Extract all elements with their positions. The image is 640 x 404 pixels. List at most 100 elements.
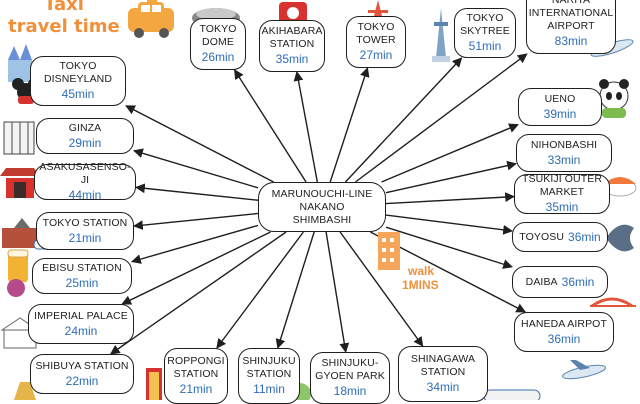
page-title: Taxi travel time <box>8 0 138 38</box>
node-name: SHINJUKU- GYOEN PARK <box>315 357 385 382</box>
arrow-to-akihabara <box>293 71 319 183</box>
arrow-to-tokyo-dome <box>233 69 307 183</box>
node-name: TOKYO SKYTREE <box>460 12 510 37</box>
node-name: HANEDA AIRPOT <box>521 317 607 330</box>
node-time: 27min <box>359 48 393 62</box>
node-name: ASAKUSASENSO-JI <box>39 161 131 186</box>
arrow-to-shinjuku-gyoen <box>325 231 350 353</box>
node-name: SHINAGAWA STATION <box>410 353 476 378</box>
node-tsukiji-outer-market: TSUKIJI OUTER MARKET 35min <box>514 173 610 214</box>
temple-gate-icon <box>0 168 40 198</box>
node-time: 26min <box>201 50 235 64</box>
node-time: 29min <box>68 135 102 150</box>
arrow-to-tokyo-station <box>133 212 259 231</box>
origin-label: MARUNOUCHI-LINE NAKANO SHIMBASHI <box>271 187 373 226</box>
node-ueno: UENO 39min <box>518 88 602 126</box>
node-shibuya-station: SHIBUYA STATION 22min <box>30 354 134 394</box>
arrow-to-shinjuku <box>275 231 315 349</box>
node-name: EBISU STATION <box>42 261 122 274</box>
node-time: 36min <box>547 331 581 346</box>
node-name: NIHONBASHI <box>530 138 598 151</box>
node-time: 51min <box>468 39 502 53</box>
node-time: 45min <box>61 87 95 101</box>
airplane-small-icon <box>561 360 607 380</box>
origin-node: MARUNOUCHI-LINE NAKANO SHIMBASHI <box>258 182 386 232</box>
node-name: GINZA <box>68 121 102 134</box>
arrow-to-tokyo-skytree <box>344 57 463 183</box>
node-imperial-palace: IMPERIAL PALACE 24min <box>28 304 134 344</box>
node-time: 83min <box>554 33 588 48</box>
office-building-icon <box>378 232 400 270</box>
node-name: SHIBUYA STATION <box>35 359 129 372</box>
arrow-to-shibuya <box>109 231 287 355</box>
title-line-2: travel time <box>8 16 120 37</box>
node-time: 34min <box>426 380 460 394</box>
connector-arrows <box>109 53 528 355</box>
node-ginza: GINZA 29min <box>36 118 134 154</box>
node-time: 21min <box>179 382 213 396</box>
node-ebisu-station: EBISU STATION 25min <box>32 258 132 294</box>
arrow-to-roppongi <box>216 231 304 349</box>
node-shinjuku-gyoen-park: SHINJUKU- GYOEN PARK 18min <box>310 352 390 404</box>
node-roppongi-station: ROPPONGI STATION 21min <box>164 348 228 404</box>
node-time: 39min <box>543 106 577 121</box>
node-name: TOKYO TOWER <box>356 21 396 46</box>
node-narita-airport: NARITA INTERNATIONAL AIRPORT 83min <box>526 0 616 54</box>
node-name: TOKYO DISNEYLAND <box>43 60 113 85</box>
node-toyosu: TOYOSU 36min <box>512 222 608 252</box>
node-time: 25min <box>65 275 99 290</box>
taxi-icon <box>128 0 174 38</box>
node-time: 36min <box>568 229 601 244</box>
node-time: 44min <box>68 188 102 202</box>
node-name: TOKYO DOME <box>199 23 237 48</box>
node-time: 33min <box>547 152 581 167</box>
node-time: 36min <box>561 274 595 289</box>
arrow-to-shinagawa <box>339 231 424 347</box>
node-name: TOKYO STATION <box>42 216 128 229</box>
node-tokyo-dome: TOKYO DOME 26min <box>190 18 246 70</box>
node-name: UENO <box>544 92 576 105</box>
node-asakusa-senso-ji: ASAKUSASENSO-JI 44min <box>34 161 136 202</box>
node-name: SHINJUKU STATION <box>242 355 296 380</box>
arrow-to-daiba <box>385 226 513 269</box>
arrow-to-toyosu <box>385 214 513 235</box>
arrow-to-nihonbashi <box>385 160 517 194</box>
lantern-gate-icon <box>279 2 307 24</box>
node-tokyo-station: TOKYO STATION 21min <box>36 212 134 250</box>
node-time: 11min <box>253 382 285 396</box>
node-time: 35min <box>275 52 309 66</box>
walk-note: walk 1MINS <box>402 264 439 292</box>
rainbow-bridge-icon <box>590 297 636 308</box>
walk-time: 1MINS <box>402 278 439 292</box>
title-line-1: Taxi <box>44 0 84 15</box>
node-tokyo-disneyland: TOKYO DISNEYLAND 45min <box>30 56 126 106</box>
node-name: IMPERIAL PALACE <box>34 309 128 322</box>
arrow-to-tsukiji <box>385 192 515 205</box>
node-name: TSUKIJI OUTER MARKET <box>521 173 603 198</box>
panda-icon <box>599 79 629 118</box>
node-name: TOYOSU <box>519 230 565 243</box>
node-tokyo-tower: TOKYO TOWER 27min <box>346 16 406 68</box>
node-shinjuku-station: SHINJUKU STATION 11min <box>238 348 300 404</box>
arrow-to-tokyo-tower <box>329 67 370 183</box>
node-name: ROPPONGI STATION <box>167 355 225 380</box>
beer-icon <box>7 249 29 297</box>
node-time: 21min <box>68 230 102 245</box>
node-name: DAIBA <box>525 275 558 288</box>
arrow-to-ebisu <box>131 224 259 264</box>
roppongi-tower-icon <box>146 368 162 400</box>
arrow-to-asakusa <box>135 183 259 201</box>
node-shinagawa-station: SHINAGAWA STATION 34min <box>398 346 488 402</box>
node-time: 18min <box>333 384 367 398</box>
tuna-fish-icon <box>606 224 634 252</box>
node-time: 35min <box>545 200 579 214</box>
skytree-icon <box>432 8 450 62</box>
node-name: AKIHABARA STATION <box>261 25 323 50</box>
arrow-to-narita <box>355 53 528 183</box>
building-ginza-icon <box>3 121 35 155</box>
node-time: 24min <box>64 323 98 338</box>
node-time: 22min <box>65 373 99 388</box>
bullet-train-icon <box>483 389 541 400</box>
arrow-to-imperial-palace <box>121 231 271 305</box>
